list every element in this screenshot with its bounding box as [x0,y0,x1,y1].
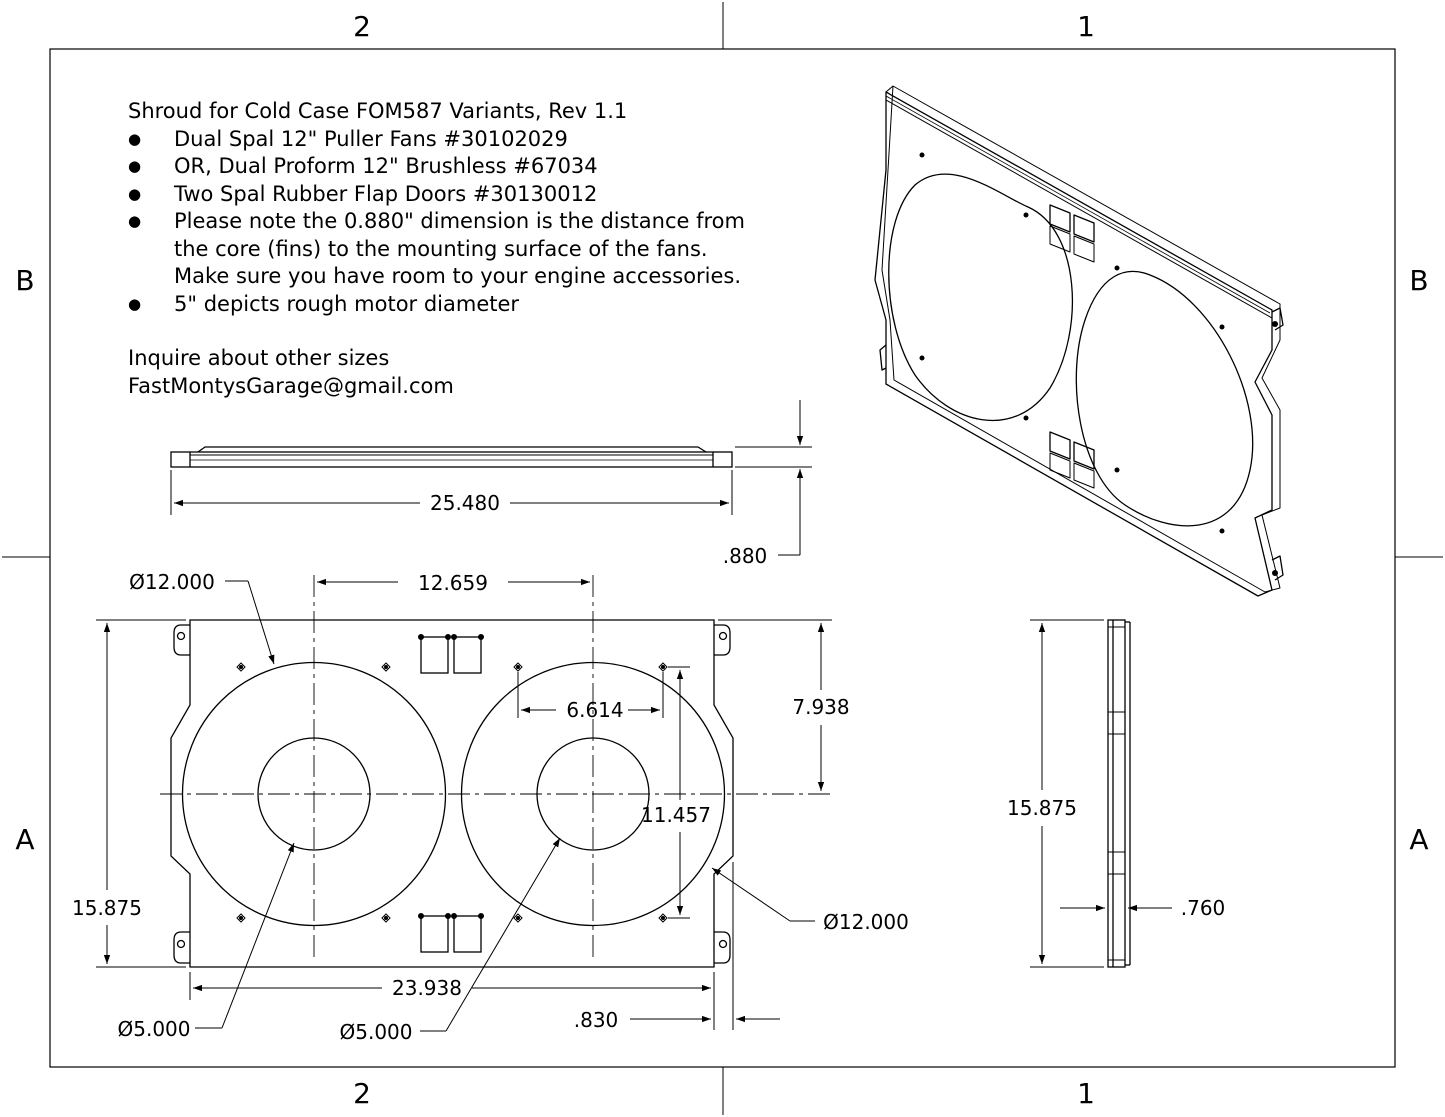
dim-overall-width: 25.480 [430,491,500,515]
isometric-view [874,85,1284,597]
front-view-holes [236,634,668,923]
dim-motor-dia-right: Ø5.000 [340,1020,413,1044]
zone-bottom-2: 2 [353,1077,371,1110]
dim-hole-spacing: 6.614 [566,698,623,722]
front-view-dimensions [96,578,832,1032]
notes-list: Dual Spal 12" Puller Fans #30102029 OR, … [128,126,745,319]
zone-left-a: A [15,823,34,856]
dim-side-thickness: .760 [1181,896,1226,920]
dim-height-front: 15.875 [72,896,142,920]
note-bullet: Please note the 0.880" dimension is the … [128,208,745,291]
iso-front-face [874,91,1273,597]
zone-bottom-1: 1 [1077,1077,1095,1110]
side-view-dimensions [1030,619,1172,968]
dim-depth: .880 [723,544,768,568]
note-bullet: 5" depicts rough motor diameter [128,291,745,319]
note-bullet: Two Spal Rubber Flap Doors #30130012 [128,181,745,209]
zone-top-2: 2 [353,10,371,43]
iso-fan-left [888,173,1074,422]
dim-motor-dia-left: Ø5.000 [118,1017,191,1041]
dim-height-side: 15.875 [1007,796,1077,820]
top-view-dimensions [170,400,812,556]
zone-top-1: 1 [1077,10,1095,43]
contact-email: FastMontysGarage@gmail.com [128,373,454,398]
dim-fan-dia-left: Ø12.000 [129,570,215,594]
zone-right-a: A [1409,823,1428,856]
zone-left-b: B [15,264,34,297]
side-view [1107,619,1131,968]
dim-fan-dia-right: Ø12.000 [823,910,909,934]
shroud-outline [170,619,734,968]
dim-flange: .830 [574,1008,619,1032]
notes-title: Shroud for Cold Case FOM587 Variants, Re… [128,99,628,123]
dim-hole-vertical: 11.457 [641,803,711,827]
zone-right-b: B [1409,264,1428,297]
drawing-notes: Shroud for Cold Case FOM587 Variants, Re… [128,98,745,400]
top-view [170,446,733,468]
dim-body-width: 23.938 [392,976,462,1000]
inquire-text: Inquire about other sizes [128,346,390,370]
note-bullet: Dual Spal 12" Puller Fans #30102029 [128,126,745,154]
center-lines [160,575,832,960]
note-bullet: OR, Dual Proform 12" Brushless #67034 [128,153,745,181]
isometric-holes [919,152,1278,576]
iso-fan-right [1075,270,1254,527]
dim-fan-spacing: 12.659 [418,571,488,595]
dim-half-height: 7.938 [792,695,849,719]
